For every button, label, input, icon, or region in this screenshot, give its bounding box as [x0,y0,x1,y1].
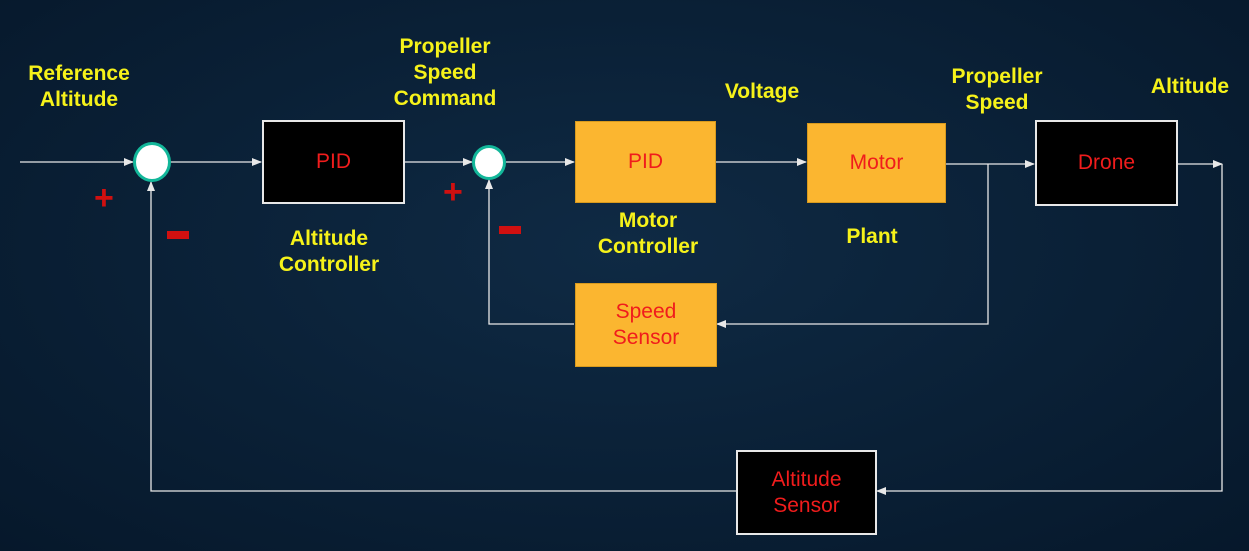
inner-minus-sign [499,226,521,234]
propeller-speed-label: Propeller Speed [951,65,1043,114]
wire-altitude-feedback [876,164,1223,495]
altitude-controller-label: Altitude Controller [278,227,380,276]
altitude-pid-block: PID [262,120,405,204]
motor-pid-block: PID [575,121,716,203]
voltage-label: Voltage [724,80,800,103]
motor-block: Motor [807,123,946,203]
wire-altitude-sensor-return [147,181,736,492]
plant-label: Plant [846,225,898,248]
inner-plus-sign: + [443,173,463,211]
wire-speed-sensor-return [485,179,574,325]
outer-summing-junction [133,142,171,182]
outer-minus-sign [167,231,189,239]
speed-sensor-block: Speed Sensor [575,283,717,367]
reference-altitude-label: Reference Altitude [28,62,130,111]
motor-controller-label: Motor Controller [597,209,699,258]
altitude-output-label: Altitude [1150,75,1230,98]
inner-summing-junction [472,145,506,180]
wire-speed-feedback [716,164,989,328]
outer-plus-sign: + [94,179,114,217]
propeller-speed-command-label: Propeller Speed Command [393,35,497,110]
altitude-sensor-block: Altitude Sensor [736,450,877,535]
drone-block: Drone [1035,120,1178,206]
